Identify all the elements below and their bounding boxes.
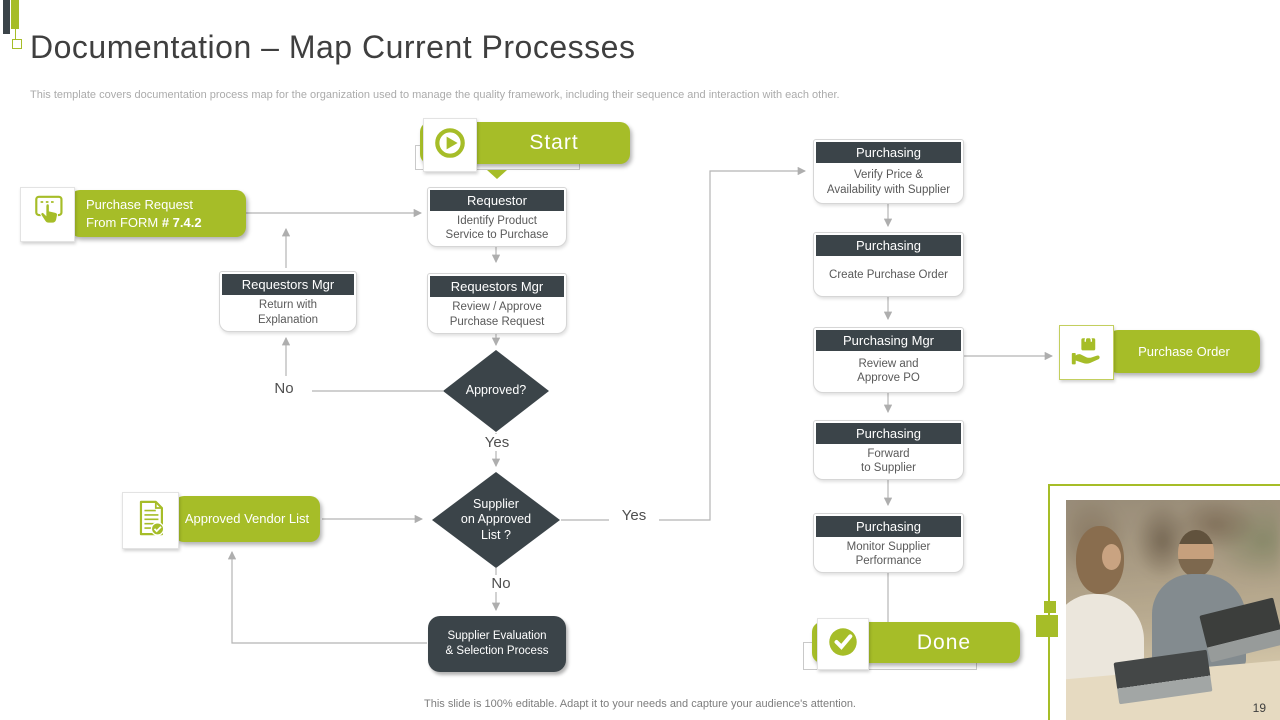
edge-label-yes: Yes (476, 434, 518, 451)
decision-supplier-on-list: Supplier on Approved List ? (432, 472, 560, 568)
vendor-list-icon-square (122, 492, 179, 549)
purchase-order-text: Purchase Order (1138, 343, 1230, 359)
team-photo: 19 (1066, 500, 1280, 720)
start-label: Start (529, 131, 579, 154)
accent-outline-square (12, 39, 22, 49)
process-box-purchasing-monitor: Purchasing Monitor Supplier Performance (813, 513, 964, 573)
process-box-body: Review / Approve Purchase Request (449, 301, 545, 328)
process-box-body: Verify Price & Availability with Supplie… (826, 169, 951, 196)
process-box-body: Forward to Supplier (861, 447, 916, 474)
process-box-header: Requestors Mgr (222, 274, 354, 295)
process-box-body: Review and Approve PO (857, 357, 920, 384)
supplier-evaluation-box: Supplier Evaluation & Selection Process (428, 616, 566, 672)
page-number: 19 (1252, 701, 1266, 715)
purchase-request-line1: Purchase Request (86, 196, 193, 212)
process-box-header: Purchasing (816, 235, 961, 256)
play-icon (428, 121, 472, 170)
process-box-header: Purchasing (816, 423, 961, 444)
approved-vendor-list-label: Approved Vendor List (174, 496, 320, 542)
process-box-body: Monitor Supplier Performance (846, 540, 931, 567)
process-box-requestors-mgr-return: Requestors Mgr Return with Explanation (219, 271, 357, 332)
document-check-icon (127, 494, 175, 547)
page-title: Documentation – Map Current Processes (30, 29, 636, 65)
footer-note: This slide is 100% editable. Adapt it to… (424, 698, 856, 710)
purchase-request-line2: From FORM # 7.4.2 (86, 214, 202, 230)
process-box-purchasing-mgr: Purchasing Mgr Review and Approve PO (813, 327, 964, 393)
decorative-green-square-small (1044, 601, 1056, 613)
edge-label-yes: Yes (609, 507, 659, 524)
approved-vendor-list-text: Approved Vendor List (184, 511, 310, 527)
process-box-header: Requestors Mgr (430, 276, 564, 297)
process-box-purchasing-create: Purchasing Create Purchase Order (813, 232, 964, 297)
process-box-header: Purchasing (816, 142, 961, 163)
process-box-requestor: Requestor Identify Product Service to Pu… (427, 187, 567, 247)
process-box-header: Requestor (430, 190, 564, 211)
process-box-requestors-mgr-review: Requestors Mgr Review / Approve Purchase… (427, 273, 567, 334)
accent-connector-line (15, 29, 16, 39)
process-box-header: Purchasing (816, 516, 961, 537)
purchase-order-label: Purchase Order (1108, 330, 1260, 373)
edge-label-no: No (262, 380, 306, 397)
start-icon-square (423, 118, 477, 172)
page-subtitle: This template covers documentation proce… (30, 89, 840, 101)
done-icon-square (817, 618, 869, 670)
process-box-body: Return with Explanation (257, 299, 319, 326)
decision-label: Approved? (465, 383, 527, 398)
decorative-green-square-large (1036, 615, 1058, 637)
hand-bag-icon (1064, 327, 1110, 378)
process-box-header: Purchasing Mgr (816, 330, 961, 351)
purchase-request-icon-square (20, 187, 75, 242)
purchase-order-icon-square (1059, 325, 1114, 380)
decision-approved: Approved? (443, 350, 549, 432)
check-icon (822, 621, 864, 668)
accent-bar-green (11, 0, 19, 29)
done-label: Done (916, 630, 972, 654)
accent-bar-dark (3, 0, 10, 34)
form-hand-icon (25, 189, 71, 240)
purchase-request-label: Purchase Request From FORM # 7.4.2 (70, 190, 246, 237)
decision-label: Supplier on Approved List ? (460, 496, 532, 542)
photo-person-woman-face (1102, 544, 1121, 570)
photo-person-man-head (1178, 530, 1214, 577)
process-box-purchasing-verify: Purchasing Verify Price & Availability w… (813, 139, 964, 204)
start-pointer-triangle (487, 170, 507, 179)
edge-label-no: No (480, 575, 522, 592)
process-box-purchasing-forward: Purchasing Forward to Supplier (813, 420, 964, 480)
process-box-body: Identify Product Service to Purchase (445, 214, 549, 241)
photo-tint-overlay (1066, 500, 1280, 720)
process-box-body: Create Purchase Order (829, 269, 948, 282)
